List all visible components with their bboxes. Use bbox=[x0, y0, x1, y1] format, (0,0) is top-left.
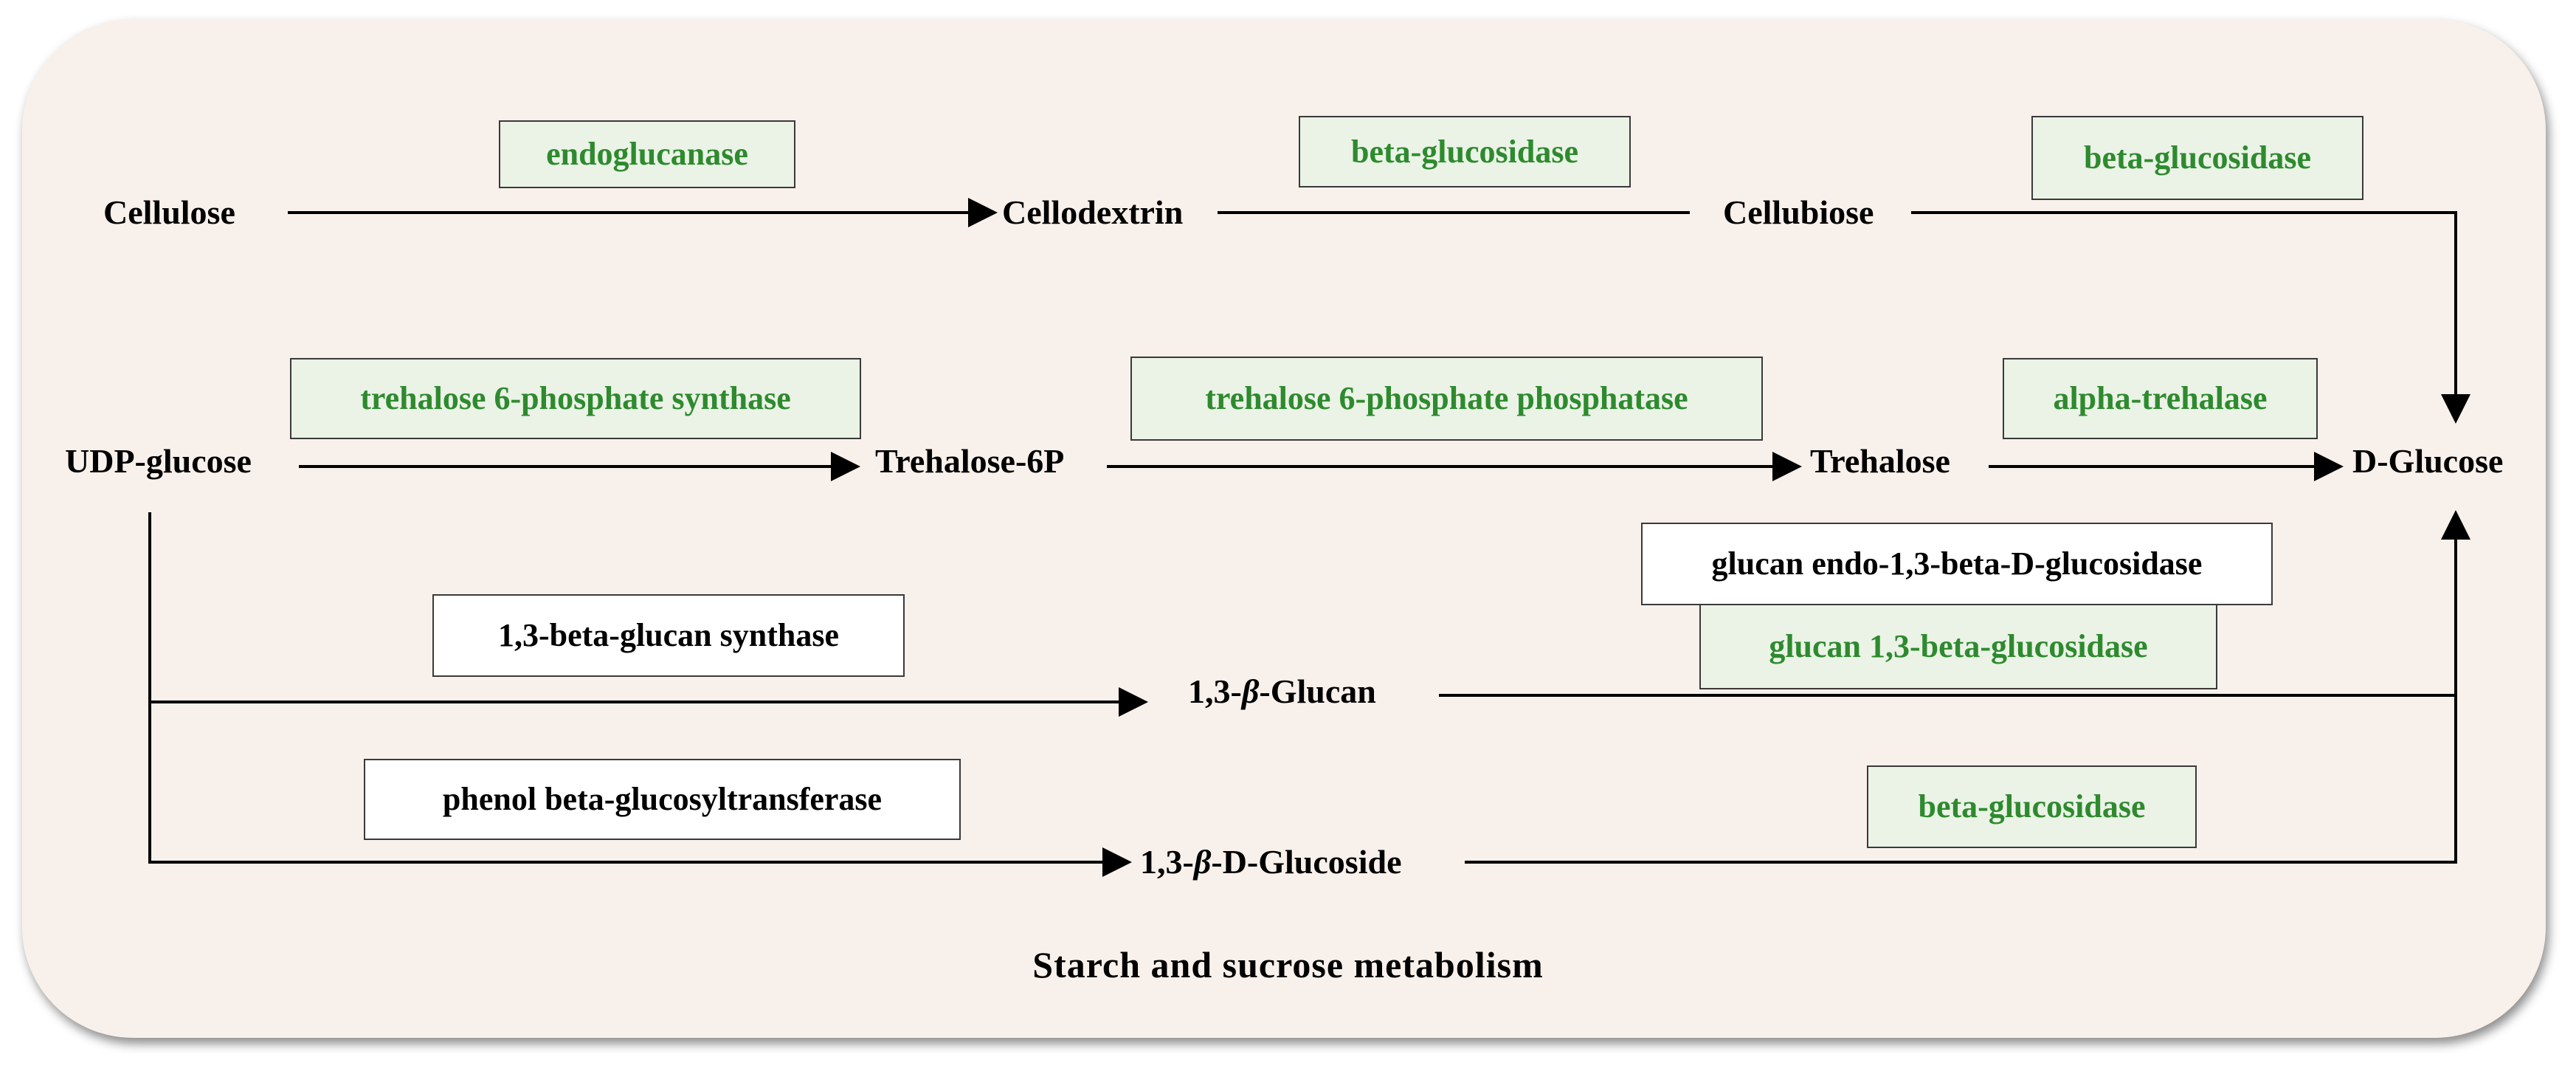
enzyme-endoglucanase: endoglucanase bbox=[499, 120, 795, 188]
glucoside-suffix: -D-Glucoside bbox=[1211, 843, 1402, 881]
node-1-3-beta-d-glucoside: 1,3-β-D-Glucoside bbox=[1140, 845, 1402, 879]
node-1-3-beta-glucan: 1,3-β-Glucan bbox=[1188, 675, 1376, 709]
enzyme-t6p-phosphatase: trehalose 6-phosphate phosphatase bbox=[1130, 357, 1763, 441]
glucan-prefix: 1,3- bbox=[1188, 672, 1242, 710]
enzyme-alpha-trehalase: alpha-trehalase bbox=[2003, 358, 2318, 439]
enzyme-glucan-synthase: 1,3-beta-glucan synthase bbox=[432, 594, 905, 677]
enzyme-beta-glucosidase-2: beta-glucosidase bbox=[2031, 116, 2363, 200]
node-cellulose: Cellulose bbox=[103, 193, 235, 231]
node-trehalose: Trehalose bbox=[1810, 442, 1950, 480]
node-d-glucose: D-Glucose bbox=[2352, 442, 2504, 480]
enzyme-beta-glucosidase-1: beta-glucosidase bbox=[1299, 116, 1631, 187]
enzyme-t6p-synthase: trehalose 6-phosphate synthase bbox=[290, 358, 861, 439]
node-cellubiose: Cellubiose bbox=[1723, 193, 1874, 231]
enzyme-beta-glucosidase-3: beta-glucosidase bbox=[1867, 765, 2197, 848]
glucoside-beta-symbol: β bbox=[1193, 843, 1212, 881]
node-trehalose-6p: Trehalose-6P bbox=[875, 442, 1065, 480]
glucan-beta-symbol: β bbox=[1241, 672, 1260, 710]
arrow-udp-glucoside bbox=[148, 702, 1132, 877]
enzyme-phenol-glucosyltransferase: phenol beta-glucosyltransferase bbox=[364, 759, 961, 840]
node-udp-glucose: UDP-glucose bbox=[65, 442, 252, 480]
enzyme-glucan-endo-glucosidase: glucan endo-1,3-beta-D-glucosidase bbox=[1641, 523, 2273, 605]
glucoside-prefix: 1,3- bbox=[1140, 843, 1194, 881]
line-glucoside-dglucose bbox=[1465, 695, 2457, 864]
glucan-suffix: -Glucan bbox=[1259, 672, 1376, 710]
diagram-caption: Starch and sucrose metabolism bbox=[1032, 944, 1544, 985]
enzyme-glucan-1-3-beta-glucosidase: glucan 1,3-beta-glucosidase bbox=[1699, 604, 2217, 689]
node-cellodextrin: Cellodextrin bbox=[1002, 193, 1184, 231]
arrow-cellubiose-dglucose bbox=[1911, 211, 2470, 424]
